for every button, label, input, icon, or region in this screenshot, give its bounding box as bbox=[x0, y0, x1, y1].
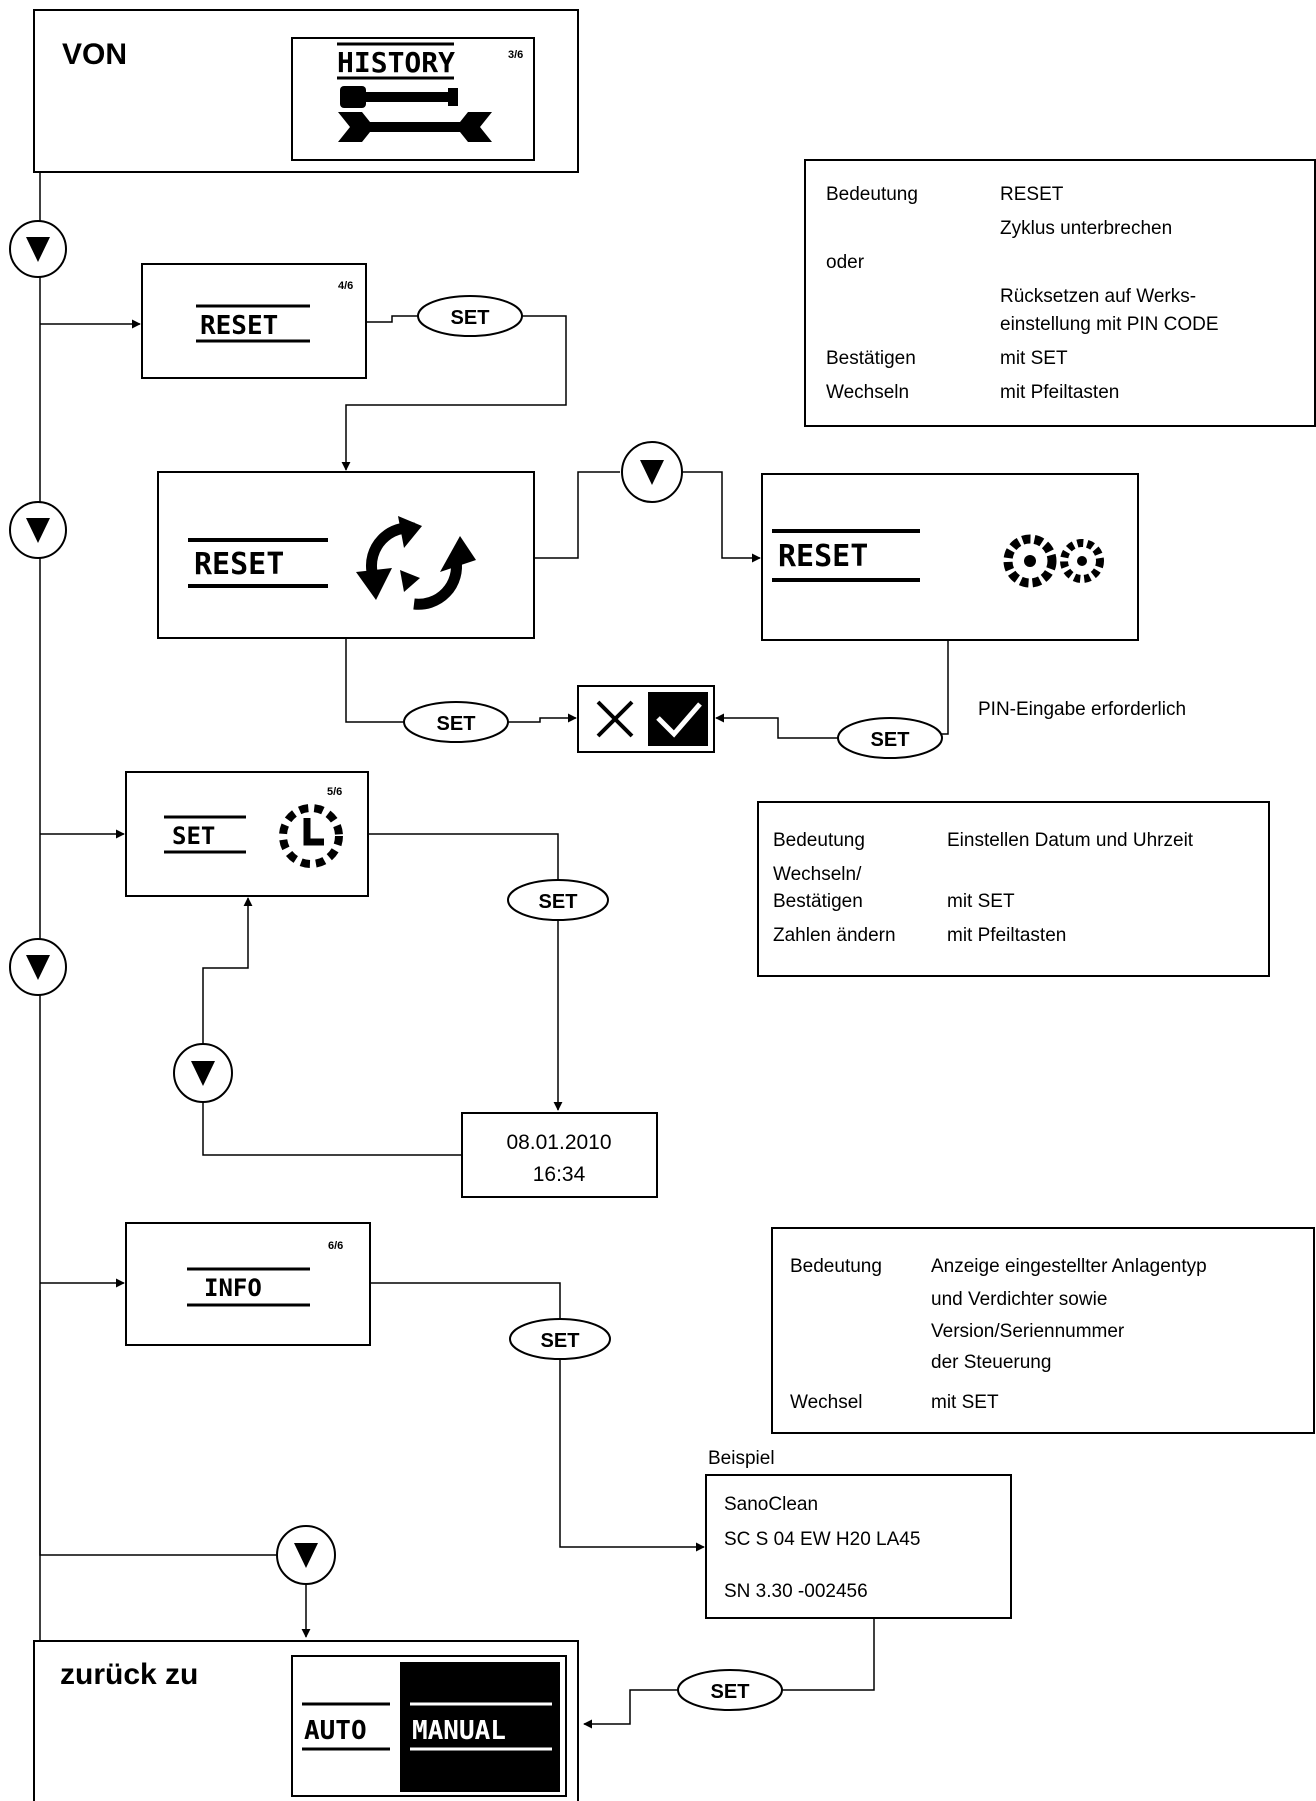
info-box-clock: Bedeutung Einstellen Datum und Uhrzeit W… bbox=[757, 801, 1270, 977]
set-label: SET bbox=[451, 307, 490, 329]
clock-icon bbox=[279, 804, 343, 868]
row-value: Einstellen Datum und Uhrzeit bbox=[947, 830, 1194, 851]
down-arrow-button-4[interactable] bbox=[276, 1525, 336, 1585]
triangle-down-icon bbox=[26, 237, 50, 262]
set-button-3[interactable]: SET bbox=[837, 717, 943, 759]
set-button-1[interactable]: SET bbox=[417, 295, 523, 337]
history-title: HISTORY bbox=[337, 46, 455, 79]
row-value: mit SET bbox=[931, 1392, 999, 1413]
history-screen: HISTORY 3/6 bbox=[291, 37, 535, 161]
refresh-icon bbox=[356, 516, 476, 610]
example-line-3: SN 3.30 -002456 bbox=[724, 1581, 868, 1602]
wrench-icon bbox=[338, 86, 492, 142]
example-line-2: SC S 04 EW H20 LA45 bbox=[724, 1529, 920, 1550]
row-value: mit Pfeiltasten bbox=[947, 925, 1066, 946]
reset-menu-title: RESET bbox=[200, 311, 278, 341]
von-box: VON HISTORY 3/6 bbox=[33, 9, 579, 173]
info-menu-title: INFO bbox=[204, 1274, 262, 1302]
triangle-down-icon bbox=[640, 460, 664, 485]
reset-menu-screen[interactable]: RESET 4/6 bbox=[141, 263, 367, 379]
cancel-x-icon[interactable] bbox=[596, 700, 634, 738]
row-key: Bedeutung bbox=[773, 830, 865, 851]
datetime-box[interactable]: 08.01.2010 16:34 bbox=[461, 1112, 658, 1198]
row-value: mit SET bbox=[947, 891, 1015, 912]
reset-factory-title: RESET bbox=[778, 539, 868, 574]
info-menu-page: 6/6 bbox=[328, 1240, 343, 1252]
info-menu-screen[interactable]: INFO 6/6 bbox=[125, 1222, 371, 1346]
info-box-reset: Bedeutung RESET Zyklus unterbrechen oder… bbox=[804, 159, 1316, 427]
row-value: RESET bbox=[1000, 184, 1064, 205]
set-label: SET bbox=[437, 713, 476, 735]
set-label: SET bbox=[539, 891, 578, 913]
von-label: VON bbox=[62, 38, 127, 71]
triangle-down-icon bbox=[26, 955, 50, 980]
down-arrow-button-3[interactable] bbox=[9, 938, 67, 996]
row-value: und Verdichter sowie bbox=[931, 1289, 1107, 1310]
date-value: 08.01.2010 bbox=[506, 1131, 611, 1154]
confirm-check-icon[interactable] bbox=[648, 692, 708, 746]
info-box-info: Bedeutung Anzeige eingestellter Anlagent… bbox=[771, 1227, 1315, 1434]
set-clock-screen[interactable]: SET 5/6 bbox=[125, 771, 369, 897]
down-arrow-button-1[interactable] bbox=[9, 220, 67, 278]
set-button-4[interactable]: SET bbox=[507, 879, 609, 921]
triangle-down-icon bbox=[191, 1061, 215, 1086]
row-key: Bestätigen bbox=[826, 348, 916, 369]
row-key: oder bbox=[826, 252, 865, 273]
set-label: SET bbox=[711, 1681, 750, 1703]
pin-note: PIN-Eingabe erforderlich bbox=[978, 699, 1186, 720]
row-key: Wechsel bbox=[790, 1392, 863, 1413]
example-line-1: SanoClean bbox=[724, 1494, 818, 1515]
set-button-5[interactable]: SET bbox=[509, 1318, 611, 1360]
row-value: Version/Seriennummer bbox=[931, 1321, 1125, 1342]
example-label: Beispiel bbox=[708, 1448, 775, 1469]
back-to-box: zurück zu AUTO MANUAL bbox=[33, 1640, 579, 1801]
set-label: SET bbox=[871, 729, 910, 751]
row-value: mit SET bbox=[1000, 348, 1068, 369]
row-key: Wechseln bbox=[826, 382, 909, 403]
reset-cycle-title: RESET bbox=[194, 547, 284, 582]
triangle-down-icon bbox=[294, 1543, 318, 1568]
time-value: 16:34 bbox=[533, 1163, 586, 1186]
set-clock-page: 5/6 bbox=[327, 786, 342, 798]
auto-manual-screen[interactable]: AUTO MANUAL bbox=[291, 1655, 567, 1797]
row-key: Bedeutung bbox=[826, 184, 918, 205]
row-key: Bedeutung bbox=[790, 1256, 882, 1277]
row-value: Anzeige eingestellter Anlagentyp bbox=[931, 1256, 1207, 1277]
row-value: Zyklus unterbrechen bbox=[1000, 218, 1172, 239]
set-button-2[interactable]: SET bbox=[403, 701, 509, 743]
manual-mode-label[interactable]: MANUAL bbox=[412, 1716, 506, 1746]
row-value: der Steuerung bbox=[931, 1352, 1051, 1373]
back-to-label: zurück zu bbox=[60, 1658, 198, 1691]
down-arrow-button-2[interactable] bbox=[9, 501, 67, 559]
row-key: Zahlen ändern bbox=[773, 925, 896, 946]
down-arrow-button-reset[interactable] bbox=[621, 441, 683, 503]
row-value: mit Pfeiltasten bbox=[1000, 382, 1119, 403]
triangle-down-icon bbox=[26, 518, 50, 543]
history-page: 3/6 bbox=[508, 49, 523, 61]
row-value: einstellung mit PIN CODE bbox=[1000, 314, 1219, 335]
set-label: SET bbox=[541, 1330, 580, 1352]
row-key: Bestätigen bbox=[773, 891, 863, 912]
set-clock-title: SET bbox=[172, 822, 215, 850]
reset-menu-page: 4/6 bbox=[338, 280, 353, 292]
row-value: Rücksetzen auf Werks- bbox=[1000, 286, 1196, 307]
confirm-cancel-box[interactable] bbox=[577, 685, 715, 753]
reset-cycle-screen[interactable]: RESET bbox=[157, 471, 535, 639]
gears-icon bbox=[1003, 534, 1104, 588]
reset-factory-screen[interactable]: RESET bbox=[761, 473, 1139, 641]
example-box: SanoClean SC S 04 EW H20 LA45 SN 3.30 -0… bbox=[705, 1474, 1012, 1619]
row-key: Wechseln/ bbox=[773, 864, 862, 885]
set-button-6[interactable]: SET bbox=[677, 1669, 783, 1711]
down-arrow-button-clock[interactable] bbox=[173, 1043, 233, 1103]
auto-mode-label[interactable]: AUTO bbox=[304, 1716, 367, 1746]
